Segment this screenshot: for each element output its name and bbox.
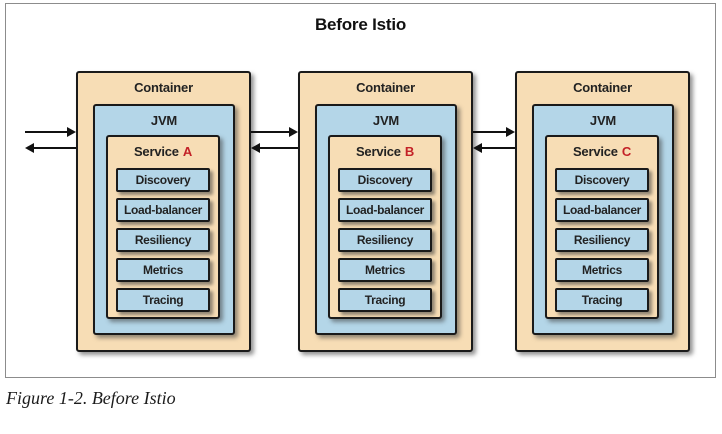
feature-load-balancer: Load-balancer [338, 198, 432, 222]
feature-load-balancer: Load-balancer [555, 198, 649, 222]
jvm-label: JVM [150, 113, 178, 128]
feature-list: Discovery Load-balancer Resiliency Metri… [330, 168, 440, 312]
service-label-text: Service [572, 144, 618, 159]
arrow-left-icon [473, 142, 515, 153]
figure-caption: Figure 1-2. Before Istio [6, 388, 176, 408]
service-letter: B [404, 144, 415, 159]
container-label: Container [356, 80, 415, 95]
service-label-text: Service [133, 144, 179, 159]
arrow-left-icon [251, 142, 298, 153]
feature-metrics: Metrics [116, 258, 210, 282]
feature-list: Discovery Load-balancer Resiliency Metri… [547, 168, 657, 312]
service-label-text: Service [355, 144, 401, 159]
arrow-right-icon [251, 126, 298, 137]
feature-metrics: Metrics [338, 258, 432, 282]
feature-discovery: Discovery [116, 168, 210, 192]
feature-list: Discovery Load-balancer Resiliency Metri… [108, 168, 218, 312]
jvm-label: JVM [372, 113, 400, 128]
feature-discovery: Discovery [338, 168, 432, 192]
feature-resiliency: Resiliency [555, 228, 649, 252]
container-label: Container [573, 80, 632, 95]
feature-metrics: Metrics [555, 258, 649, 282]
feature-tracing: Tracing [555, 288, 649, 312]
feature-load-balancer: Load-balancer [116, 198, 210, 222]
arrow-left-icon [25, 142, 76, 153]
arrow-right-icon [25, 126, 76, 137]
jvm-label: JVM [589, 113, 617, 128]
feature-tracing: Tracing [338, 288, 432, 312]
figure-title: Before Istio [314, 15, 407, 34]
feature-discovery: Discovery [555, 168, 649, 192]
container-label: Container [134, 80, 193, 95]
feature-tracing: Tracing [116, 288, 210, 312]
feature-resiliency: Resiliency [338, 228, 432, 252]
service-letter: A [182, 144, 193, 159]
service-letter: C [621, 144, 632, 159]
feature-resiliency: Resiliency [116, 228, 210, 252]
arrow-right-icon [473, 126, 515, 137]
